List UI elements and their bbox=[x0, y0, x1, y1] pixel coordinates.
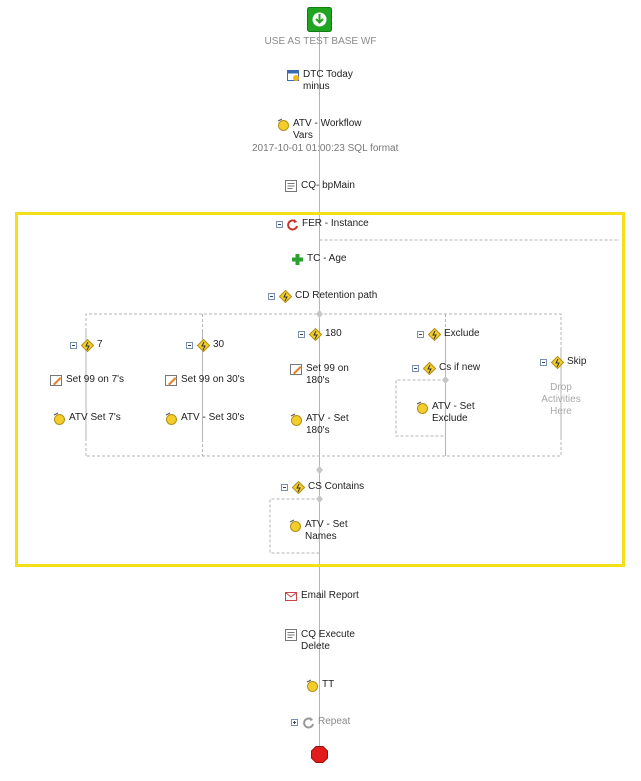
stop-node[interactable] bbox=[311, 746, 328, 763]
cs-if-new-toggle[interactable] bbox=[412, 365, 419, 372]
branch-30-toggle[interactable] bbox=[186, 342, 193, 349]
green-plus-icon bbox=[291, 253, 304, 266]
atv-set-180s-node[interactable]: ATV - Set 180's bbox=[290, 413, 349, 437]
email-report-node[interactable]: Email Report bbox=[285, 590, 359, 603]
cq-bpmain-node[interactable]: CQ- bpMain bbox=[285, 180, 355, 193]
start-node[interactable] bbox=[307, 7, 332, 32]
assign-variable-icon bbox=[306, 679, 319, 692]
set-99-on-30s-node[interactable]: Set 99 on 30's bbox=[165, 374, 245, 387]
atv-workflow-vars-subtext: 2017-10-01 01:00:23 SQL format bbox=[252, 143, 399, 154]
email-icon bbox=[285, 590, 298, 603]
cd-retention-node[interactable]: CD Retention path bbox=[279, 290, 377, 303]
assign-variable-icon bbox=[416, 401, 429, 414]
stop-octagon-icon bbox=[311, 746, 328, 763]
branch-30-node[interactable]: 30 bbox=[197, 339, 224, 352]
branch-180-toggle[interactable] bbox=[298, 331, 305, 338]
tc-age-node[interactable]: TC - Age bbox=[291, 253, 346, 266]
assign-variable-icon bbox=[53, 412, 66, 425]
set-99-on-7s-node[interactable]: Set 99 on 7's bbox=[50, 374, 124, 387]
decision-icon bbox=[279, 290, 292, 303]
branch-skip-node[interactable]: Skip bbox=[551, 356, 586, 369]
cs-contains-toggle[interactable] bbox=[281, 484, 288, 491]
atv-set-30s-node[interactable]: ATV - Set 30's bbox=[165, 412, 244, 425]
fer-collapse-toggle[interactable] bbox=[276, 221, 283, 228]
start-label: USE AS TEST BASE WF bbox=[264, 36, 377, 47]
tt-node[interactable]: TT bbox=[306, 679, 334, 692]
cs-if-new-node[interactable]: Cs if new bbox=[423, 362, 480, 375]
decision-icon bbox=[292, 481, 305, 494]
fer-instance-node[interactable]: FER - Instance bbox=[286, 218, 369, 231]
branch-exclude-toggle[interactable] bbox=[417, 331, 424, 338]
atv-set-7s-node[interactable]: ATV Set 7's bbox=[53, 412, 121, 425]
branch-180-node[interactable]: 180 bbox=[309, 328, 342, 341]
branch-exclude-node[interactable]: Exclude bbox=[428, 328, 480, 341]
decision-icon bbox=[81, 339, 94, 352]
decision-icon bbox=[197, 339, 210, 352]
edit-pencil-icon bbox=[290, 363, 303, 376]
date-calendar-icon bbox=[287, 69, 300, 82]
cq-execute-delete-node[interactable]: CQ Execute Delete bbox=[285, 629, 355, 653]
selection-highlight-box bbox=[15, 212, 625, 567]
for-each-loop-icon bbox=[286, 218, 299, 231]
decision-icon bbox=[428, 328, 441, 341]
edit-pencil-icon bbox=[50, 374, 63, 387]
edit-pencil-icon bbox=[165, 374, 178, 387]
atv-set-names-node[interactable]: ATV - Set Names bbox=[289, 519, 348, 543]
assign-variable-icon bbox=[165, 412, 178, 425]
branch-skip-toggle[interactable] bbox=[540, 359, 547, 366]
assign-variable-icon bbox=[277, 118, 290, 131]
start-down-arrow-icon bbox=[307, 7, 332, 32]
assign-variable-icon bbox=[289, 519, 302, 532]
decision-icon bbox=[309, 328, 322, 341]
dtc-today-node[interactable]: DTC Today minus bbox=[287, 69, 353, 93]
set-99-on-180s-node[interactable]: Set 99 on 180's bbox=[290, 363, 349, 387]
atv-workflow-vars-node[interactable]: ATV - Workflow Vars bbox=[277, 118, 362, 142]
cs-contains-node[interactable]: CS Contains bbox=[292, 481, 364, 494]
repeat-node[interactable]: Repeat bbox=[302, 716, 350, 729]
custom-query-icon bbox=[285, 180, 298, 193]
branch-7-node[interactable]: 7 bbox=[81, 339, 103, 352]
repeat-icon bbox=[302, 716, 315, 729]
assign-variable-icon bbox=[290, 413, 303, 426]
decision-icon bbox=[551, 356, 564, 369]
atv-set-exclude-node[interactable]: ATV - Set Exclude bbox=[416, 401, 475, 425]
decision-icon bbox=[423, 362, 436, 375]
repeat-expand-toggle[interactable] bbox=[291, 719, 298, 726]
cd-retention-collapse-toggle[interactable] bbox=[268, 293, 275, 300]
branch-7-toggle[interactable] bbox=[70, 342, 77, 349]
drop-activities-placeholder[interactable]: Drop Activities Here bbox=[541, 382, 581, 417]
custom-query-icon bbox=[285, 629, 298, 642]
